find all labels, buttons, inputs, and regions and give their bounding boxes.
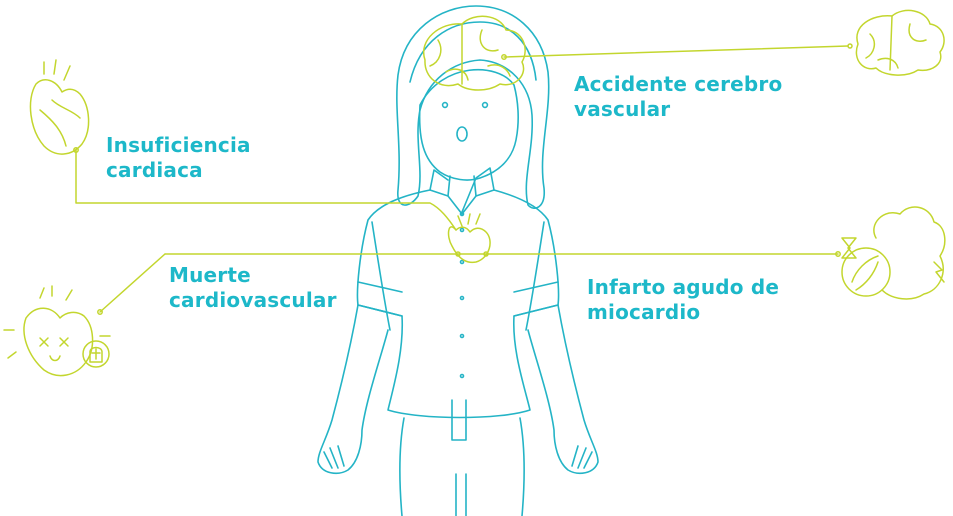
connector-stroke <box>504 46 848 57</box>
label-stroke: Accidente cerebro vascular <box>574 72 782 122</box>
brain-icon <box>424 16 525 90</box>
eye-left <box>443 103 448 108</box>
label-cardiovascular-death: Muerte cardiovascular <box>169 263 337 313</box>
brain-icon <box>848 10 944 75</box>
face <box>420 70 519 180</box>
shirt <box>357 190 558 418</box>
connector-death <box>100 254 165 312</box>
buttons <box>461 213 464 378</box>
eye-right <box>483 103 488 108</box>
arm-left <box>318 305 388 473</box>
heart-icon <box>30 60 88 154</box>
organ-graphics <box>4 10 945 375</box>
collar <box>430 168 494 214</box>
label-heart-failure: Insuficiencia cardiaca <box>106 133 251 183</box>
dead-heart-icon <box>4 286 110 376</box>
infarct-heart-icon <box>842 207 945 299</box>
mouth <box>457 127 467 141</box>
label-myocardial-infarction: Infarto agudo de miocardio <box>587 275 779 325</box>
arm-right <box>528 305 598 473</box>
woman-figure <box>318 6 598 516</box>
